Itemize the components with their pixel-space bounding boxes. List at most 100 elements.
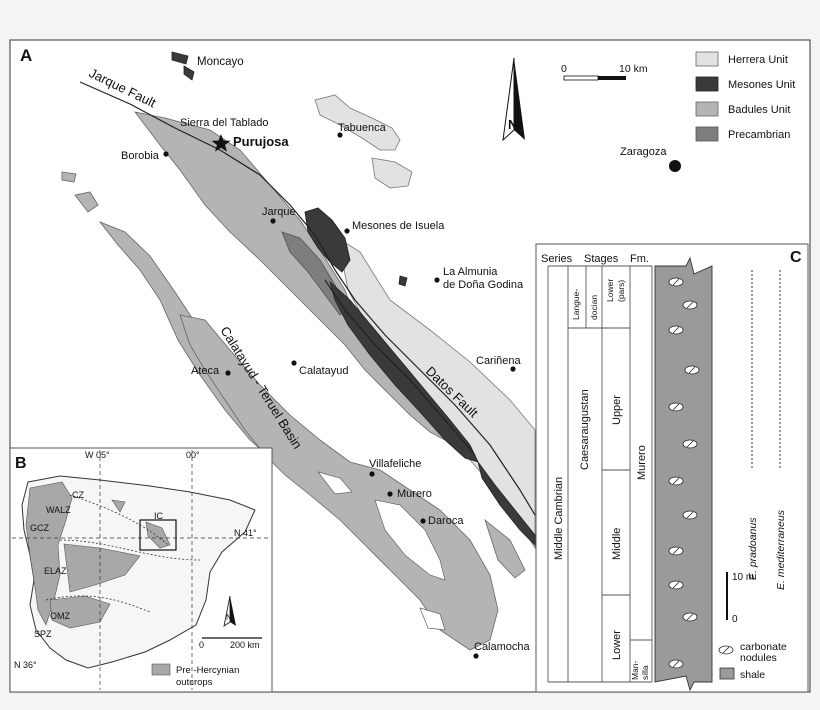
label-purujosa: Purujosa <box>233 134 289 149</box>
substage-upper: Upper <box>611 395 623 425</box>
inset-map-iberia: B W 05° 00° N 41° N 36° CZ WALZ GCZ IC E… <box>9 447 273 693</box>
iberian-chains-box <box>139 519 177 551</box>
label-zaragoza: Zaragoza <box>620 146 667 158</box>
map-legend: Herrera Unit Mesones Unit Badules Unit P… <box>695 51 795 142</box>
place-marker-ateca <box>225 370 231 376</box>
mesones-unit-area <box>304 207 351 273</box>
place-marker-almunia <box>434 277 440 283</box>
north-arrow-icon: N <box>502 57 525 142</box>
label-murero: Murero <box>397 488 432 500</box>
inset-latitude-n36: N 36° <box>14 660 37 670</box>
place-marker-calamocha <box>473 653 479 659</box>
formation-mansilla-2: silla <box>640 665 650 680</box>
label-tabuenca: Tabuenca <box>338 122 387 134</box>
inset-legend: Pre -Hercynian outcrops <box>151 663 239 688</box>
place-marker-tabuenca <box>337 132 343 138</box>
label-la-almunia: La Almunia <box>443 266 498 278</box>
legend-item-badules: Badules Unit <box>695 101 790 117</box>
svg-text:0: 0 <box>199 640 204 650</box>
herrera-unit-area <box>314 94 401 151</box>
datos-fault-line <box>324 279 476 456</box>
label-sierra-del-tablado: Sierra del Tablado <box>180 117 268 129</box>
svg-text:Badules Unit: Badules Unit <box>728 104 790 116</box>
column-legend: carbonate nodules shale <box>718 641 787 681</box>
zone-boundary <box>45 494 201 613</box>
badules-unit-area <box>484 518 526 579</box>
zone-label-elaz: ELAZ <box>44 566 67 576</box>
place-marker-villafeliche <box>369 471 375 477</box>
panel-c-label: C <box>790 249 802 266</box>
label-ateca: Ateca <box>191 365 220 377</box>
zone-label-cz: CZ <box>72 490 84 500</box>
label-daroca: Daroca <box>428 515 464 527</box>
svg-text:200 km: 200 km <box>230 640 260 650</box>
svg-text:10 km: 10 km <box>619 63 648 75</box>
inset-north-arrow-icon: N <box>223 595 236 627</box>
jarque-fault-line <box>79 81 536 516</box>
place-marker-carinena <box>510 366 516 372</box>
label-borobia: Borobia <box>121 150 160 162</box>
mesones-unit-area <box>398 275 408 287</box>
main-map: A Moncayo Sierra del Tablado Purujosa Ta… <box>20 46 795 659</box>
legend-item-mesones: Mesones Unit <box>695 76 795 92</box>
panel-a-label: A <box>20 46 32 65</box>
zone-label-spz: SPZ <box>34 629 52 639</box>
tertiary-window <box>317 471 353 495</box>
substage-lower: Lower <box>611 630 623 660</box>
svg-text:Mesones Unit: Mesones Unit <box>728 79 795 91</box>
panel-b-label: B <box>15 455 27 472</box>
inset-scale-bar: 0 200 km <box>199 637 262 650</box>
tertiary-window <box>419 607 446 631</box>
moncayo-outcrop <box>171 51 189 65</box>
chronostratigraphy-table <box>547 265 653 683</box>
stratigraphic-column-panel: C Series Stages Fm. Middle Cambrian Caes… <box>535 243 809 693</box>
species-e-pradoanus: E. pradoanus <box>747 517 759 580</box>
place-marker-zaragoza <box>669 160 681 172</box>
substage-lower-pars-1: Lower <box>605 279 615 302</box>
zone-label-omz: OMZ <box>50 611 70 621</box>
place-marker-murero <box>387 491 393 497</box>
header-stages: Stages <box>584 253 619 265</box>
tertiary-window <box>374 499 446 581</box>
column-scale-bar: 10 m 0 <box>726 572 754 625</box>
stage-caesaraugustan: Caesaraugustan <box>579 389 591 470</box>
place-marker-calatayud <box>291 360 297 366</box>
moncayo-outcrop <box>183 65 195 81</box>
svg-text:shale: shale <box>740 669 765 681</box>
svg-text:outcrops: outcrops <box>176 677 213 688</box>
label-calamocha: Calamocha <box>474 641 531 653</box>
header-fm: Fm. <box>630 253 649 265</box>
label-mesones-de-isuela: Mesones de Isuela <box>352 220 445 232</box>
mesones-unit-area <box>329 280 479 463</box>
svg-text:nodules: nodules <box>740 652 777 664</box>
inset-longitude-w05: W 05° <box>85 450 110 460</box>
label-jarque: Jarque <box>262 206 296 218</box>
formation-mansilla-1: Man- <box>630 660 640 680</box>
species-e-mediterraneus: E. mediterraneus <box>775 509 787 590</box>
map-scale-bar: 0 10 km <box>561 63 648 81</box>
zone-label-walz: WALZ <box>46 505 71 515</box>
zone-label-ic: IC <box>154 511 164 521</box>
label-moncayo: Moncayo <box>197 56 244 68</box>
substage-middle: Middle <box>611 528 623 560</box>
badules-unit-area <box>74 191 99 213</box>
nodule-slashes <box>672 278 696 668</box>
formation-murero: Murero <box>636 445 648 480</box>
svg-text:N: N <box>226 613 232 622</box>
place-marker-mesones <box>344 228 350 234</box>
svg-text:Precambrian: Precambrian <box>728 129 790 141</box>
herrera-unit-area <box>371 157 413 189</box>
badules-unit-area <box>61 171 77 183</box>
mesones-unit-area <box>477 461 536 546</box>
svg-text:N: N <box>508 117 517 132</box>
stage-languedocian-2: docian <box>589 295 599 320</box>
label-de-dona-godina: de Doña Godina <box>443 279 524 291</box>
shale-lithology-column <box>654 256 713 692</box>
series-middle-cambrian: Middle Cambrian <box>553 477 565 560</box>
header-series: Series <box>541 253 573 265</box>
place-marker-jarque <box>270 218 276 224</box>
svg-text:0: 0 <box>561 63 567 75</box>
purujosa-star-icon <box>211 134 231 152</box>
svg-text:10 m: 10 m <box>732 572 754 583</box>
